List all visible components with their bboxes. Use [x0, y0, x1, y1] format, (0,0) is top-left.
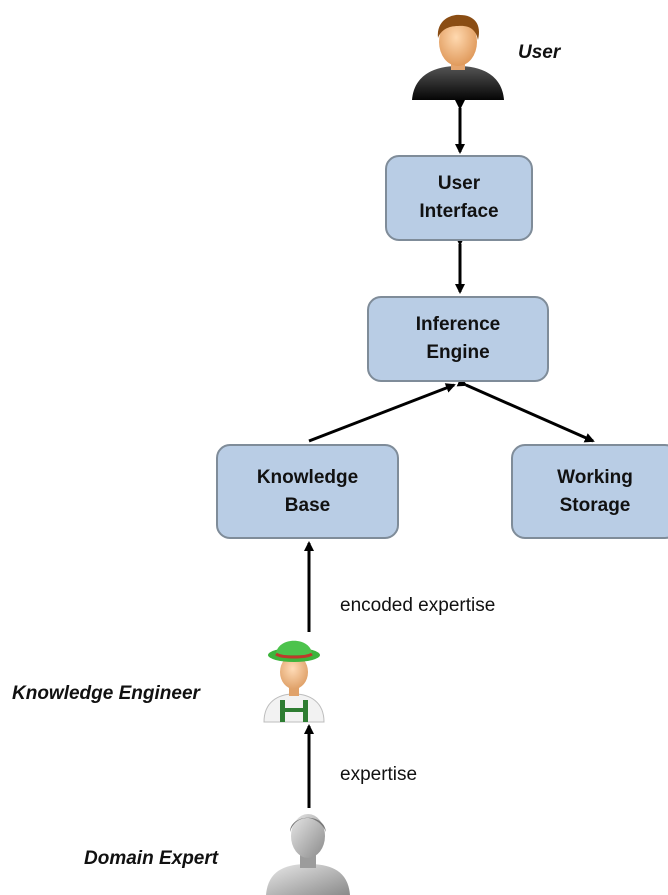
knowledge-base-label: Knowledge Base: [256, 466, 359, 516]
inference-engine-label: Inference Engine: [415, 314, 501, 363]
user-label: User: [518, 42, 561, 63]
arrow-knowledge-base-to-inference-engine: [308, 383, 456, 443]
user-person-icon: [412, 14, 504, 100]
user-interface-box: User Interface: [385, 155, 533, 241]
knowledge-base-box: Knowledge Base: [216, 444, 399, 539]
knowledge-engineer-person-icon: [263, 640, 325, 723]
working-storage-label: Working Storage: [557, 466, 633, 516]
working-storage-box: Working Storage: [511, 444, 668, 539]
arrow-inference-engine-to-working-storage: [456, 377, 595, 443]
domain-expert-label: Domain Expert: [84, 848, 219, 869]
user-interface-label: User Interface: [419, 173, 499, 222]
encoded-expertise-label: encoded expertise: [340, 595, 496, 616]
expertise-label: expertise: [340, 764, 418, 785]
domain-expert-person-icon: [266, 814, 350, 895]
knowledge-engineer-label: Knowledge Engineer: [12, 683, 200, 704]
inference-engine-box: Inference Engine: [367, 296, 549, 382]
